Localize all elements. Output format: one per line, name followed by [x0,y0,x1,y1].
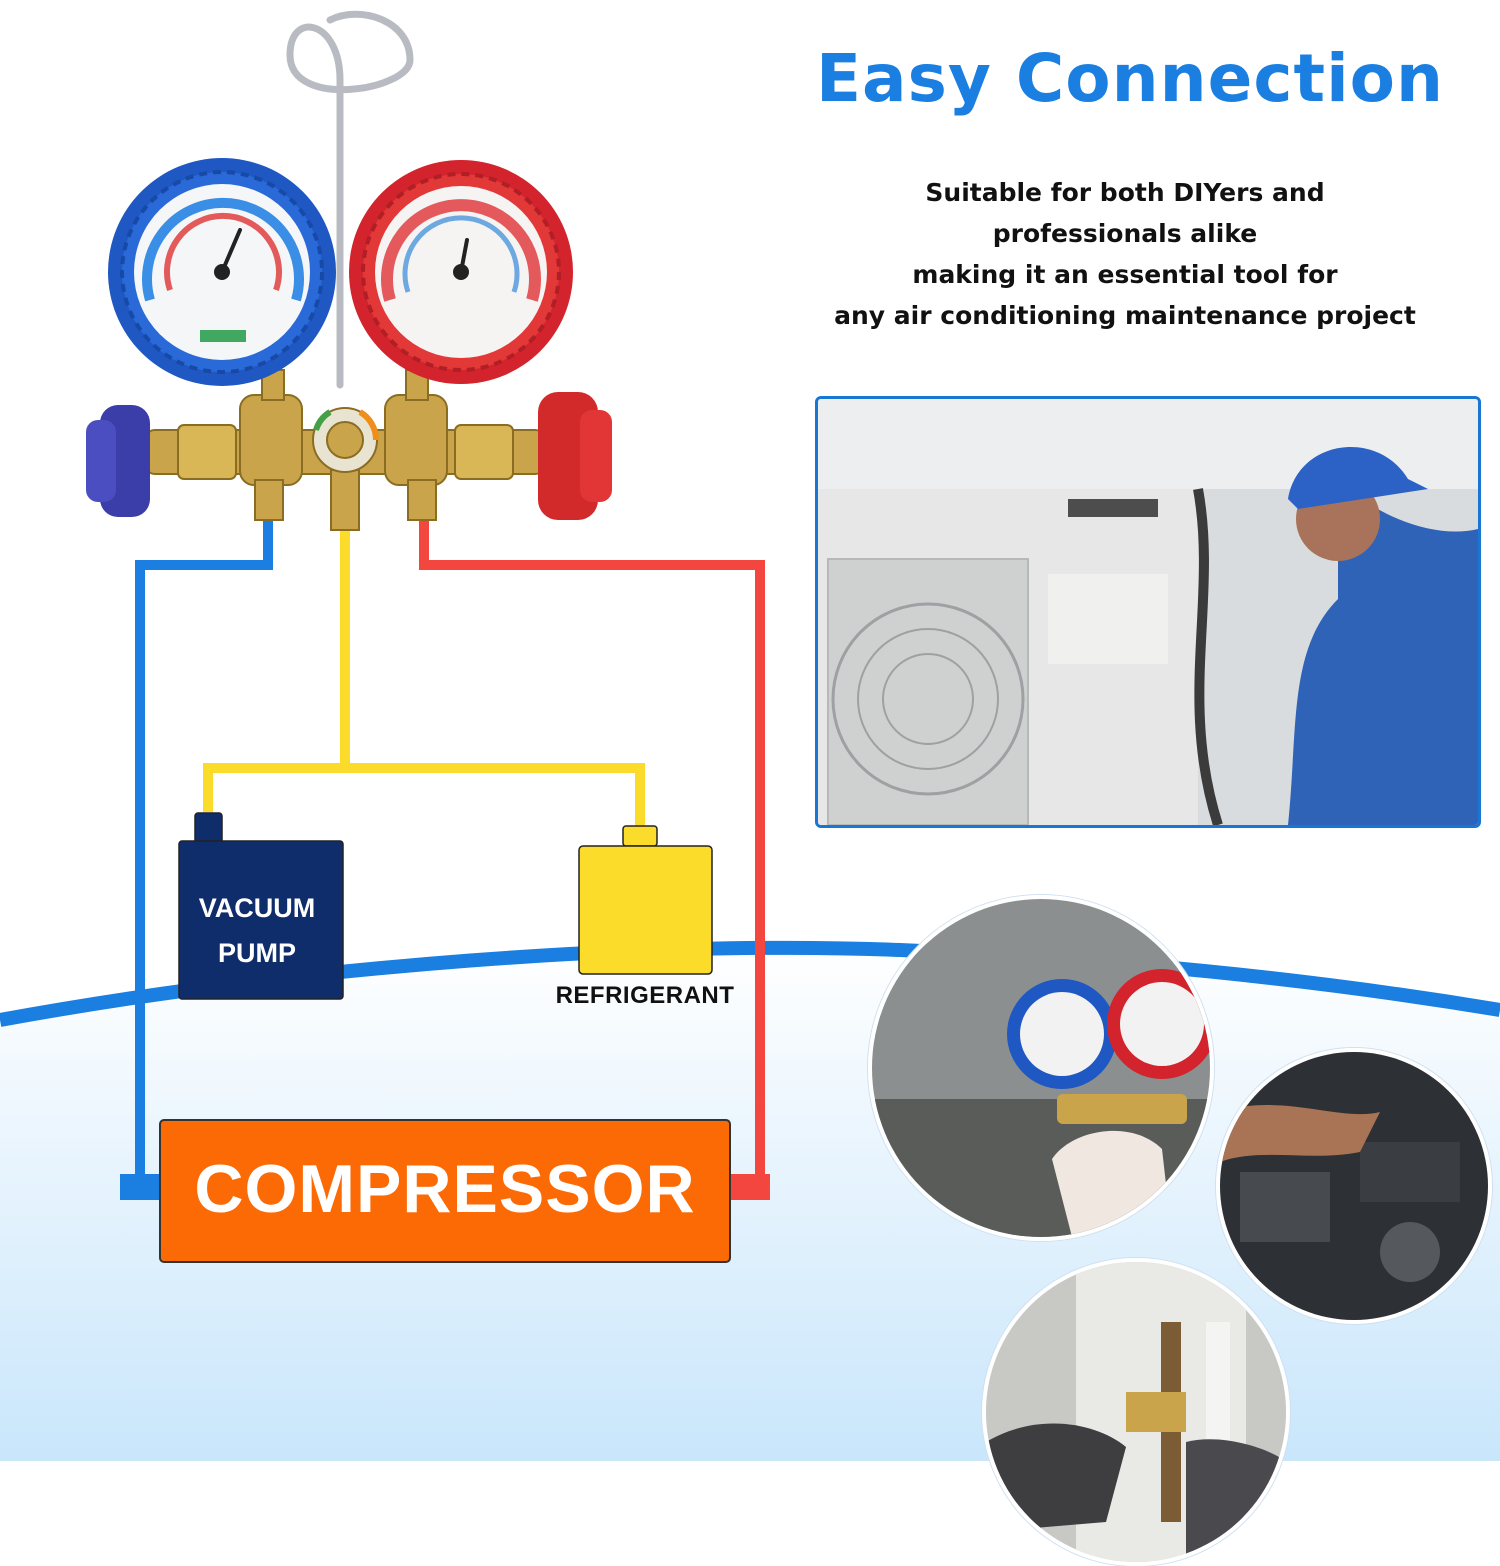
subtitle-line-3: making it an essential tool for [912,260,1338,289]
subtitle: Suitable for both DIYers and professiona… [790,172,1460,336]
vacuum-pump-label: VACUUM PUMP [182,886,332,976]
compressor-box [159,1119,731,1263]
engine-bay-photo [1216,1048,1492,1324]
compressor-label: COMPRESSOR [194,1151,696,1227]
subtitle-line-1: Suitable for both DIYers and [925,178,1325,207]
gauge-in-use-photo [868,895,1214,1241]
ac-valve-service-photo [982,1258,1290,1566]
vacuum-pump-label-line-1: VACUUM [198,893,316,923]
high-pressure-gauge-icon [349,160,573,384]
vacuum-pump [178,812,344,1000]
service-hose-branch [203,763,645,830]
page-title: Easy Connection [815,40,1445,117]
hook-icon [286,10,414,389]
refrigerant-tank [578,825,713,975]
ac-technician-photo [815,396,1481,828]
refrigerant-label: REFRIGERANT [555,982,735,1009]
manifold-gauge-icon [144,369,546,531]
valve-knob-icon [86,405,150,517]
subtitle-line-4: any air conditioning maintenance project [834,301,1416,330]
low-pressure-gauge-icon [108,158,336,386]
subtitle-line-2: professionals alike [992,219,1258,248]
connection-diagram [86,10,770,1263]
valve-knob-icon [538,392,612,520]
vacuum-pump-label-line-2: PUMP [217,938,296,968]
